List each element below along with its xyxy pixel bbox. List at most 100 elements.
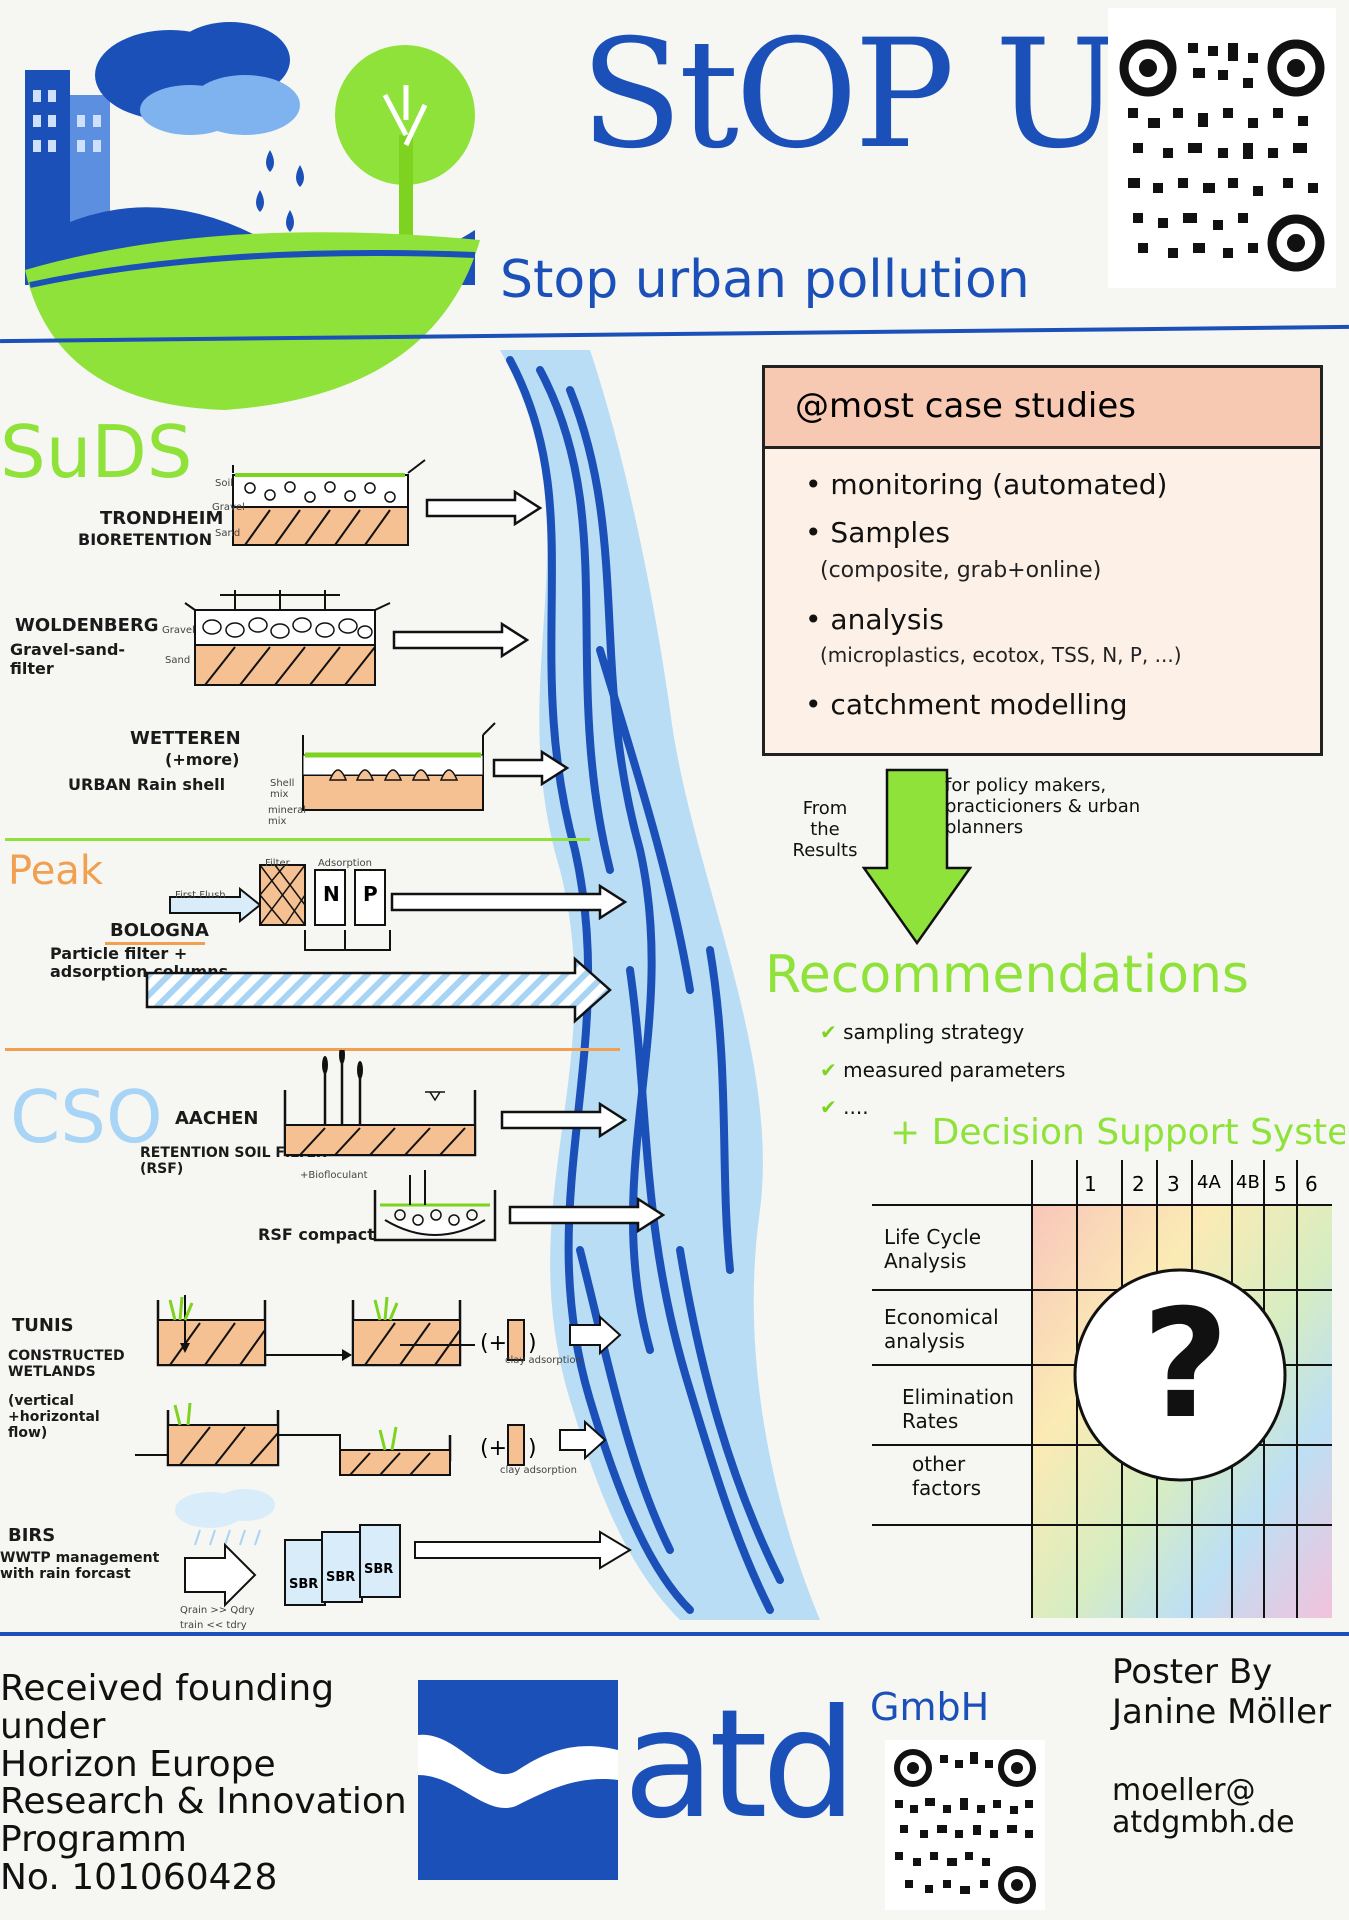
recommendation-item-1: ✔ sampling strategy <box>820 1020 1024 1044</box>
layer-mineral-mix: mineral mix <box>268 805 307 827</box>
dss-row-economical: Economical analysis <box>884 1305 999 1353</box>
dss-col-2: 2 <box>1132 1172 1145 1196</box>
divider-green <box>5 838 590 841</box>
bullet-monitoring-text: monitoring (automated) <box>830 468 1168 501</box>
atd-logo[interactable]: atd <box>418 1680 858 1880</box>
qr-code-top[interactable] <box>1108 8 1336 288</box>
case-studies-header: @most case studies <box>765 368 1320 449</box>
dss-col-1: 1 <box>1084 1172 1097 1196</box>
bullet-modelling-text: catchment modelling <box>830 688 1128 721</box>
atd-logo-text: atd <box>623 1678 857 1852</box>
header-illustration <box>25 22 480 410</box>
birs-diagram <box>175 1489 632 1608</box>
case-tunis-desc: CONSTRUCTED WETLANDS <box>8 1348 125 1380</box>
svg-text:): ) <box>528 1436 537 1461</box>
arrow-woldenberg-icon <box>392 621 530 659</box>
layer-sand: Sand <box>215 528 241 539</box>
author-block: Poster By Janine Möller <box>1112 1654 1347 1732</box>
funding-line-4: Programm <box>0 1819 187 1861</box>
bologna-underline <box>105 942 205 945</box>
bologna-diagram <box>169 864 391 951</box>
check-icon: ✔ <box>820 1058 837 1082</box>
arrow-bologna-icon <box>390 883 628 921</box>
section-label-cso: CSO <box>10 1075 163 1159</box>
sbr-label-2: SBR <box>326 1570 356 1585</box>
case-wetteren-more: (+more) <box>165 750 240 769</box>
author-line-2: Janine Möller <box>1112 1691 1332 1732</box>
case-woldenberg-desc: Gravel-sand-filter <box>10 640 126 678</box>
funding-line-3: Research & Innovation <box>0 1781 407 1823</box>
dss-col-6: 6 <box>1305 1172 1318 1196</box>
divider-orange <box>5 1048 620 1051</box>
case-bologna-name: BOLOGNA <box>110 920 209 941</box>
case-trondheim-name: TRONDHEIM <box>100 508 224 529</box>
qr-code-icon <box>894 1749 1036 1904</box>
arrow-peak-flow-icon <box>145 956 612 1024</box>
dss-col-5: 5 <box>1274 1172 1287 1196</box>
bullet-analysis: • analysis <box>805 603 944 636</box>
email-line-2: atdgmbh.de <box>1112 1804 1295 1840</box>
layer-sand-2: Sand <box>165 655 191 666</box>
qr-code-bottom[interactable] <box>885 1740 1045 1910</box>
label-adsorption: Adsorption <box>318 858 372 869</box>
recommendation-item-2-text: measured parameters <box>843 1058 1066 1082</box>
constructed-wetlands-diagram: (+ ) (+ ) <box>135 1295 622 1476</box>
recommendation-item-2: ✔ measured parameters <box>820 1058 1065 1082</box>
bullet-modelling: • catchment modelling <box>805 688 1128 721</box>
arrow-aachen-icon <box>500 1101 628 1139</box>
recommendation-item-3-text: .... <box>843 1095 869 1119</box>
email-line-1: moeller@ <box>1112 1773 1256 1808</box>
funding-line-1: Received founding under <box>0 1668 335 1747</box>
river-illustration <box>500 350 820 1620</box>
label-first-flush: First Flush <box>175 890 226 901</box>
urban-rain-shell-diagram <box>302 722 496 811</box>
label-q-rain: Qrain >> Qdry <box>180 1605 255 1616</box>
recommendations-title: Recommendations <box>765 945 1250 1005</box>
dss-title: + Decision Support System <box>890 1112 1345 1153</box>
bullet-analysis-sub: (microplastics, ecotox, TSS, N, P, ...) <box>820 643 1182 667</box>
svg-text:(+: (+ <box>480 1436 507 1461</box>
dss-col-4b: 4B <box>1236 1172 1260 1193</box>
svg-text:): ) <box>528 1331 537 1356</box>
label-clay-adsorption-1: clay adsorption <box>505 1355 582 1366</box>
recommendation-item-3: ✔ .... <box>820 1095 869 1119</box>
atd-wave-logo-icon <box>418 1680 618 1880</box>
flow-from-results: From the Results <box>792 798 858 861</box>
footer-divider <box>0 1632 1349 1636</box>
case-wetteren-name: WETTEREN <box>130 728 241 749</box>
case-studies-title: @most case studies <box>795 386 1136 426</box>
qr-code-icon <box>1119 39 1325 272</box>
section-label-suds: SuDS <box>0 410 193 494</box>
bioretention-diagram <box>232 459 426 546</box>
arrow-trondheim-icon <box>425 489 543 527</box>
bullet-monitoring: • monitoring (automated) <box>805 468 1168 501</box>
dss-row-lca: Life Cycle Analysis <box>884 1225 982 1273</box>
case-trondheim-desc: BIORETENTION <box>78 530 213 549</box>
gravel-sand-filter-diagram <box>184 590 391 686</box>
email-block[interactable]: moeller@ atdgmbh.de <box>1112 1775 1347 1838</box>
dss-col-3: 3 <box>1167 1172 1180 1196</box>
rsf-compact-label: RSF compact <box>258 1225 375 1244</box>
sbr-label-3: SBR <box>364 1562 394 1577</box>
case-studies-box: @most case studies • monitoring (automat… <box>762 365 1323 756</box>
sbr-label-1: SBR <box>289 1577 319 1592</box>
layer-gravel-2: Gravel <box>162 625 195 636</box>
rsf-compact-diagram <box>373 1170 497 1242</box>
arrow-rsf-compact-icon <box>508 1196 666 1234</box>
arrow-wetteren-icon <box>492 749 570 787</box>
layer-shell-mix: Shell mix <box>270 778 295 800</box>
label-filter: Filter <box>265 858 290 869</box>
label-t-rain: train << tdry <box>180 1620 247 1631</box>
funding-line-2: Horizon Europe <box>0 1743 276 1785</box>
case-birs-name: BIRS <box>8 1525 56 1546</box>
funding-line-5: No. 101060428 <box>0 1856 278 1898</box>
layer-gravel: Gravel <box>212 502 245 513</box>
dss-grid <box>872 1160 1332 1618</box>
bullet-samples-text: Samples <box>830 516 950 549</box>
svg-text:(+: (+ <box>480 1331 507 1356</box>
case-aachen-name: AACHEN <box>175 1108 259 1129</box>
case-woldenberg-name: WOLDENBERG <box>15 615 159 636</box>
page-subtitle: Stop urban pollution <box>500 250 1030 310</box>
dss-row-other: other factors <box>912 1452 982 1500</box>
funding-text: Received founding under Horizon Europe R… <box>0 1670 410 1897</box>
